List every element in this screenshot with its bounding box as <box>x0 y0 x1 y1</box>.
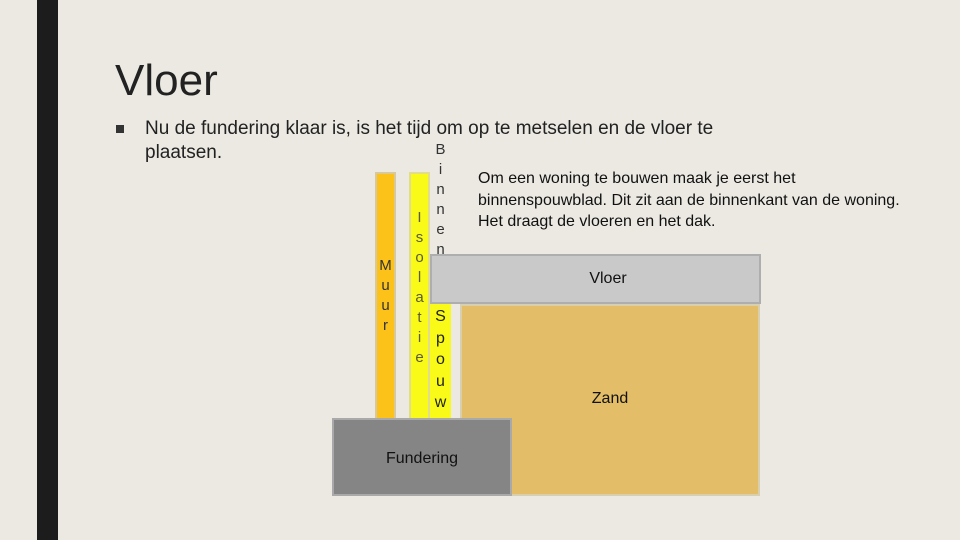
floor-label: Vloer <box>589 270 627 287</box>
insulation-letter: e <box>415 349 424 366</box>
insulation-letter: i <box>417 329 422 346</box>
slide-title: Vloer <box>115 56 218 105</box>
insulation-letter: s <box>415 229 424 246</box>
bullet-marker <box>116 125 124 133</box>
insulation-letter: t <box>417 309 422 326</box>
cavity-letter: p <box>436 329 445 347</box>
wall-letter: M <box>379 257 392 274</box>
cavity-column: S p o u w <box>430 304 451 420</box>
insulation-letter: a <box>415 289 424 306</box>
insulation-letter: I <box>417 209 422 226</box>
inner-leaf-letter: n <box>436 201 445 218</box>
sand-label: Zand <box>591 390 629 407</box>
cavity-letter: S <box>435 308 446 325</box>
insulation-letter: o <box>415 249 424 266</box>
wall-letter: r <box>383 317 388 334</box>
floor-block: Vloer <box>430 254 761 304</box>
cavity-letter: u <box>436 372 445 390</box>
inner-leaf-column: B i n n e n <box>430 140 451 258</box>
inner-leaf-letter: n <box>436 241 445 258</box>
cavity-letter: o <box>436 351 445 368</box>
wall-letter: u <box>381 277 390 294</box>
inner-leaf-letter: n <box>436 181 445 198</box>
foundation-block: Fundering <box>332 418 512 496</box>
cavity-letter: w <box>434 394 447 411</box>
left-accent-bar <box>37 0 58 540</box>
wall-letter: u <box>381 297 390 314</box>
bullet-text: Nu de fundering klaar is, is het tijd om… <box>145 118 714 163</box>
inner-leaf-letter: i <box>438 161 443 178</box>
explanation-text: Om een woning te bouwen maak je eerst he… <box>478 170 900 230</box>
foundation-label: Fundering <box>385 450 459 467</box>
inner-leaf-letter: e <box>436 221 445 238</box>
outer-wall-column: M u u r <box>375 172 396 420</box>
inner-leaf-letter: B <box>435 141 446 158</box>
insulation-letter: l <box>417 269 422 286</box>
insulation-column: I s o l a t i e <box>409 172 430 420</box>
